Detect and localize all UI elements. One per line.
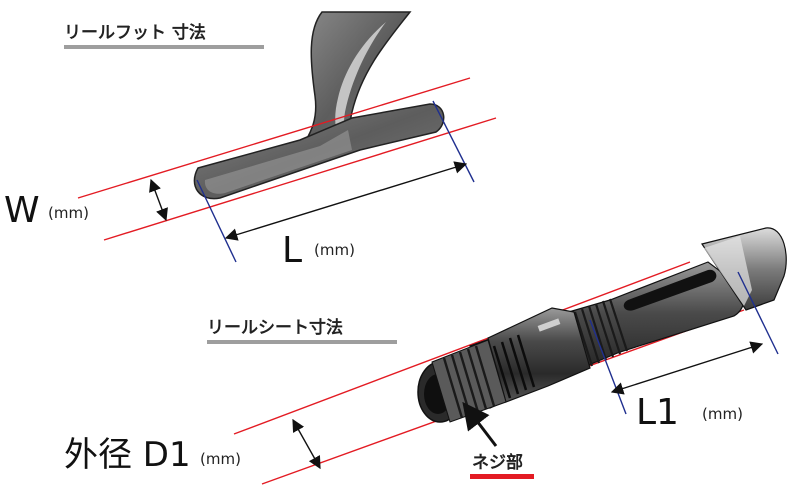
reel-foot-heading: リールフット 寸法 xyxy=(64,22,206,43)
end-cap-rim xyxy=(704,236,752,306)
seat-length-end-line-left xyxy=(589,319,627,415)
foot-guide-line-bottom xyxy=(103,117,497,241)
body-threads xyxy=(573,298,629,367)
reel-foot-drawing xyxy=(193,11,445,200)
seat-length-end-line-right xyxy=(737,271,779,355)
nut-highlight xyxy=(537,318,561,332)
reel-seat-heading-underline xyxy=(207,340,397,344)
foot-width-arrow xyxy=(149,178,168,222)
width-unit: (mm) xyxy=(48,204,89,222)
seat-guide-line-top xyxy=(233,261,691,435)
reel-foot-heading-underline xyxy=(64,45,264,49)
thread-pointer-arrow xyxy=(462,401,498,447)
foot-length-end-line-left xyxy=(196,179,237,263)
length-unit: (mm) xyxy=(314,241,355,259)
seat-length-arrow xyxy=(610,341,764,395)
seat-length-label: L1 xyxy=(636,392,679,433)
foot-length-end-line-right xyxy=(432,100,475,183)
width-label: W xyxy=(4,190,40,231)
foot-guide-line-top xyxy=(77,77,471,199)
diameter-label: 外径 D1 xyxy=(64,435,191,475)
reel-seat-heading: リールシート寸法 xyxy=(207,317,343,338)
length-label: L xyxy=(282,230,302,271)
nut-grip-ridges xyxy=(492,334,536,399)
thread-label-underline xyxy=(470,474,534,479)
seat-length-unit: (mm) xyxy=(702,405,743,423)
reel-seat-slot xyxy=(623,269,717,311)
thread-section xyxy=(417,339,507,423)
reel-seat-nut xyxy=(487,307,591,403)
reel-seat-drawing xyxy=(417,227,787,423)
diameter-unit: (mm) xyxy=(200,450,241,468)
foot-length-arrow xyxy=(224,161,468,241)
seat-diameter-arrow xyxy=(292,418,321,470)
thread-label: ネジ部 xyxy=(472,452,523,473)
